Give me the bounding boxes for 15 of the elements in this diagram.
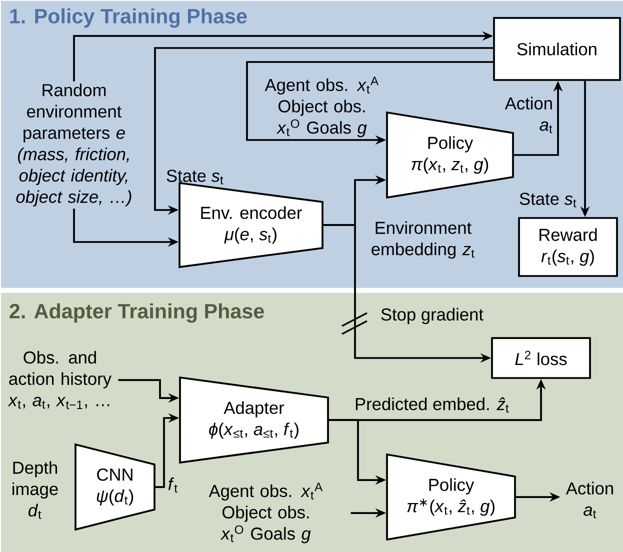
input-text: Action a$_{t}$ (566, 482, 613, 518)
process-box: Simulation (493, 17, 621, 81)
edge-label: f$_{t}$ (168, 477, 178, 493)
edge-label: Agent obs. x$_{t}$A Object obs. x$_{t}$$^{O}$ Goals g (264, 76, 379, 138)
edge-label: State s$_{t}$ (166, 170, 224, 184)
edge-label: Predicted embed. ẑ$_{t}$ (356, 397, 509, 413)
process-box: Reward r$_{t}$(s$_{t}$, g) (518, 217, 618, 277)
input-text: Obs. and action history x$_{t}$, a$_{t}$, x$_{t−1}$, … (8, 350, 112, 410)
input-text: Agent obs. x$_{t}$A Object obs. x$_{t}$$^{O}$ Goals g (208, 482, 323, 544)
note-label: Stop gradient (381, 308, 484, 324)
edge-label: State s$_{t}$ (520, 192, 576, 208)
edge-label: Environment embedding z$_{t}$ (372, 221, 474, 259)
process-box: L$^{2}$ loss (491, 337, 591, 379)
input-text: Depth image d$_{t}$ (12, 461, 58, 519)
input-text: Random environment parameters e (mass, friction, object identity, object size, …) (16, 84, 132, 206)
